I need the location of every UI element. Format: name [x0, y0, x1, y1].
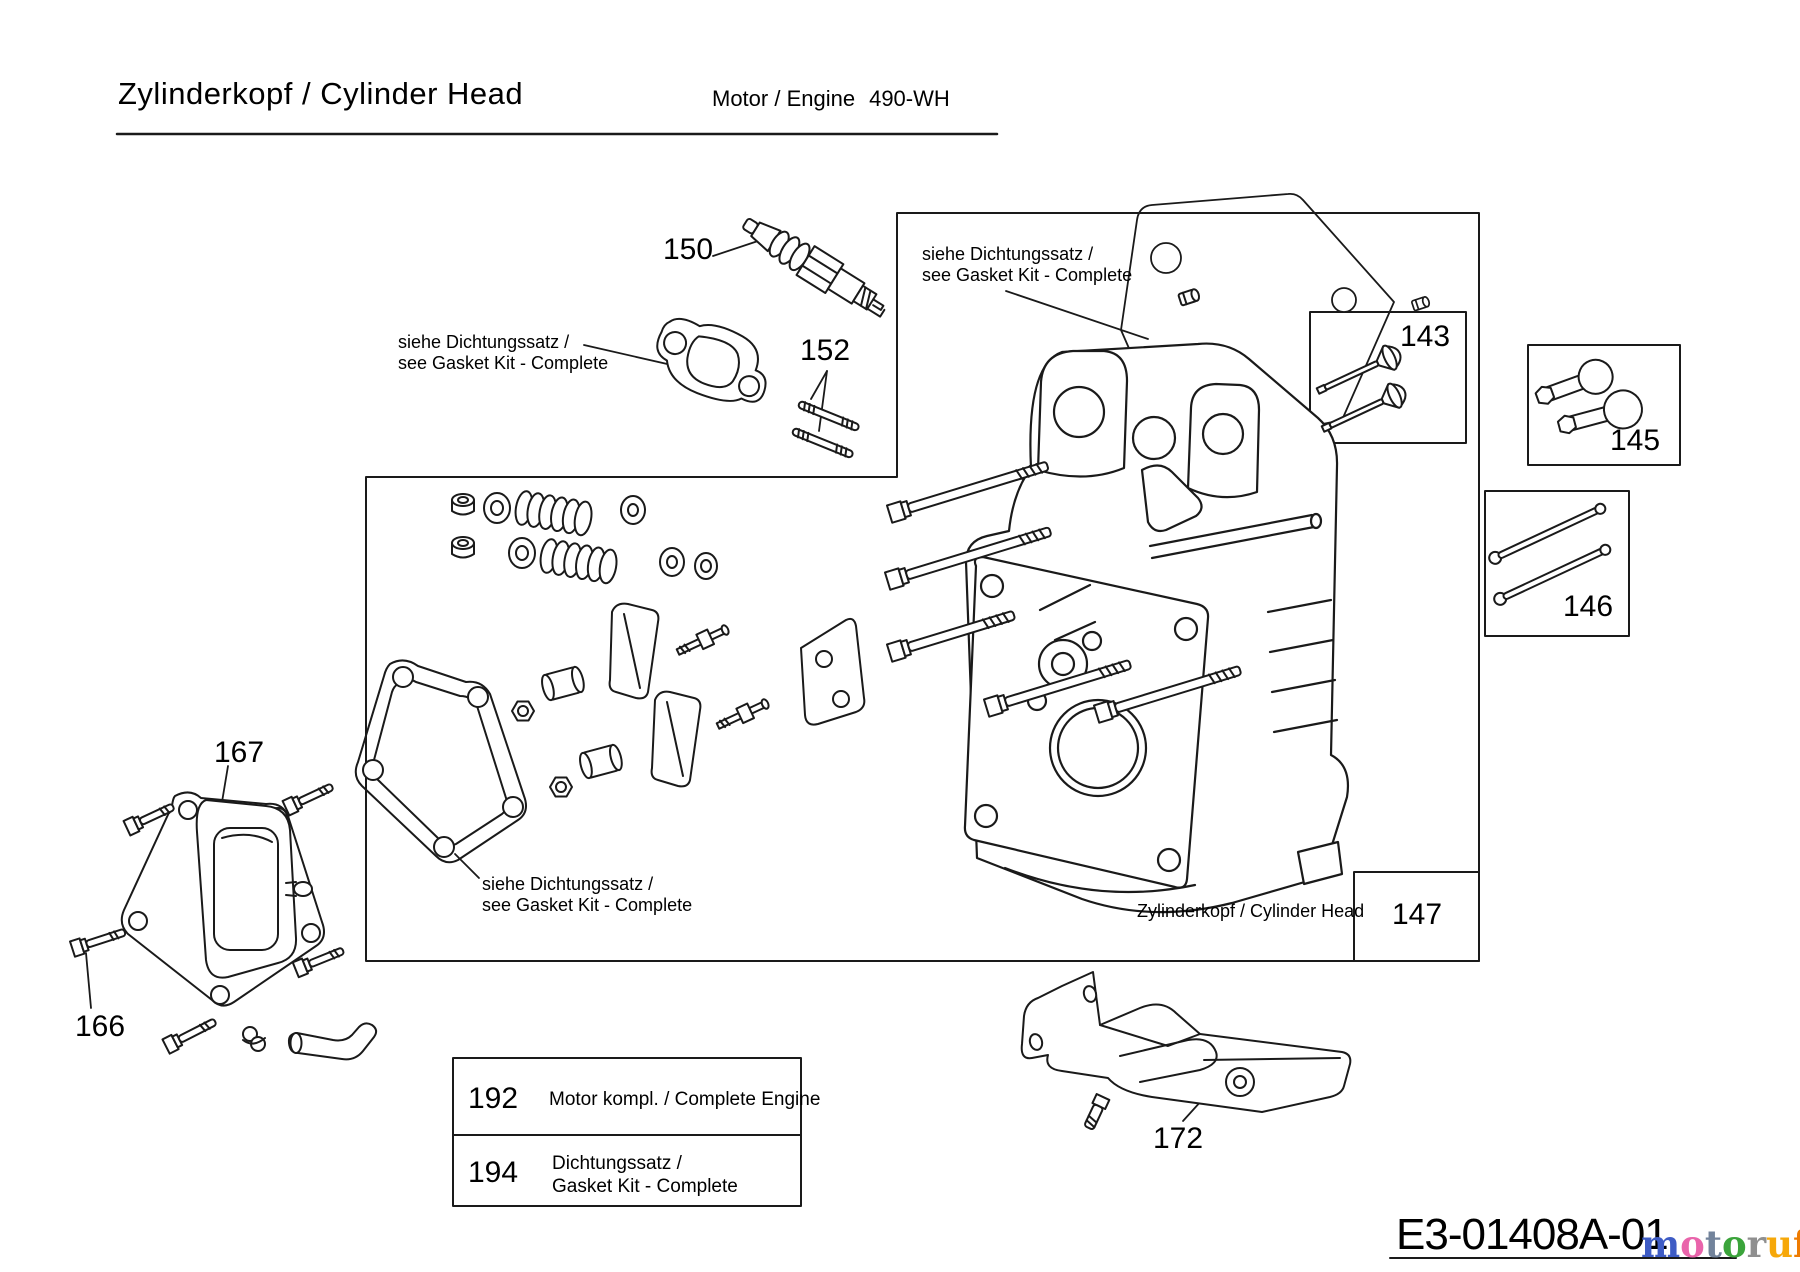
push-rods-icon [1488, 502, 1612, 606]
legend-ref-192: 192 [468, 1082, 519, 1115]
part-label-166: 166 [75, 1010, 126, 1043]
head-caption: Zylinderkopf / Cylinder Head [1137, 901, 1365, 921]
bracket-plate-icon [800, 617, 866, 726]
legend-ref-194: 194 [468, 1156, 519, 1189]
legend-table-border [452, 1057, 802, 1207]
valve-cover-icon [120, 791, 325, 1007]
gasket-note-line-de: siehe Dichtungssatz / [922, 244, 1094, 264]
gasket-note-3: siehe Dichtungssatz / see Gasket Kit - C… [482, 874, 692, 916]
motoruf-logo-letters: motoruf [1641, 1222, 1800, 1266]
frame-boxes [365, 212, 1681, 1207]
small-plug-icon [1177, 288, 1201, 307]
part-label-150: 150 [663, 233, 714, 266]
legend-desc-192: Motor kompl. / Complete Engine [549, 1089, 821, 1110]
valves-icon [1315, 344, 1407, 433]
spark-plug-icon [742, 217, 886, 318]
legend-desc-line1: Dichtungssatz / [552, 1153, 682, 1174]
part-label-143: 143 [1400, 320, 1451, 353]
exhaust-gasket-icon [656, 317, 767, 403]
box-143 [1309, 311, 1467, 444]
clamp-icon [242, 1026, 266, 1052]
page-title: Zylinderkopf / Cylinder Head [118, 76, 524, 111]
part-label-145: 145 [1610, 424, 1661, 457]
part-label-146: 146 [1563, 590, 1614, 623]
stud-bolts-icon [791, 400, 860, 459]
gasket-note-1: siehe Dichtungssatz / see Gasket Kit - C… [398, 332, 608, 374]
legend-desc-line2: Gasket Kit - Complete [552, 1176, 738, 1197]
part-label-172: 172 [1153, 1122, 1204, 1155]
valve-guides-icon [1534, 358, 1643, 435]
gasket-note-line-de: siehe Dichtungssatz / [482, 874, 654, 894]
heat-shield-icon [1020, 971, 1352, 1130]
engine-subtitle: Motor / Engine 490-WH [712, 86, 950, 112]
cover-gasket-icon [354, 659, 527, 864]
box-147 [1353, 871, 1480, 962]
head-bolts-icon [883, 461, 1242, 724]
drawing-number: E3-01408A-01 [1396, 1210, 1669, 1259]
part-label-147: 147 [1392, 898, 1443, 931]
engine-value: 490-WH [869, 86, 950, 111]
part-label-152: 152 [800, 334, 851, 367]
gasket-note-line-de: siehe Dichtungssatz / [398, 332, 570, 352]
motoruf-logo: motoruf.de [1641, 1226, 1800, 1263]
gasket-note-2: siehe Dichtungssatz / see Gasket Kit - C… [922, 244, 1132, 286]
gasket-note-line-en: see Gasket Kit - Complete [922, 265, 1133, 285]
legend-desc-194: Dichtungssatz / Gasket Kit - Complete [552, 1152, 738, 1198]
gasket-note-line-en: see Gasket Kit - Complete [398, 353, 609, 373]
breather-tube-icon [287, 1022, 378, 1061]
small-plug-icon [1411, 296, 1431, 312]
cover-bolts-icon [69, 783, 345, 1055]
part-label-167: 167 [214, 736, 265, 769]
box-145 [1527, 344, 1681, 466]
valve-train-parts [451, 490, 770, 798]
gasket-note-line-en: see Gasket Kit - Complete [482, 895, 693, 915]
engine-label: Motor / Engine [712, 86, 856, 111]
box-146 [1484, 490, 1630, 637]
cylinder-head-icon [963, 342, 1349, 914]
